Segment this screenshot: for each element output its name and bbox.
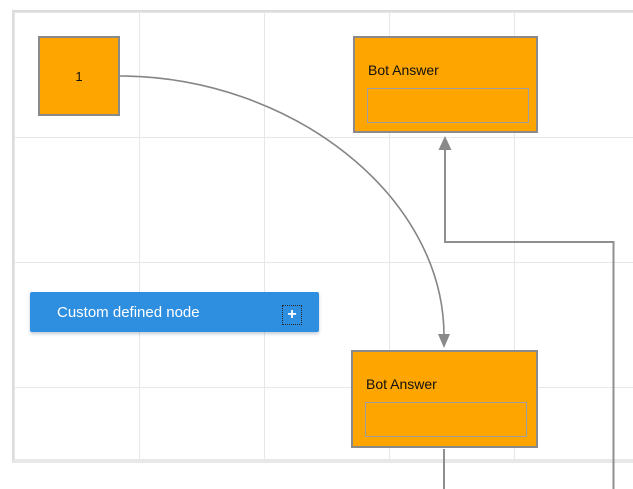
node-start[interactable]: 1 <box>38 36 120 116</box>
node-bot-answer-bottom[interactable]: Bot Answer <box>351 350 538 448</box>
node-bot-answer-top[interactable]: Bot Answer <box>353 36 538 133</box>
node-custom-defined[interactable]: Custom defined node + <box>30 292 319 332</box>
bot-answer-text-box[interactable] <box>365 402 527 437</box>
arrowhead-up-icon <box>438 136 452 150</box>
bot-answer-text-box[interactable] <box>367 88 529 123</box>
arrowhead-down-icon <box>438 334 450 348</box>
custom-node-label: Custom defined node <box>57 303 200 321</box>
bot-answer-title: Bot Answer <box>366 376 437 392</box>
add-node-button[interactable]: + <box>282 305 302 325</box>
plus-icon: + <box>287 306 297 323</box>
node-start-label: 1 <box>75 68 83 84</box>
connector-orthogonal-to-top[interactable] <box>438 136 615 489</box>
bot-answer-title: Bot Answer <box>368 62 439 78</box>
connector-bezier-start-to-bottom[interactable] <box>118 75 450 348</box>
